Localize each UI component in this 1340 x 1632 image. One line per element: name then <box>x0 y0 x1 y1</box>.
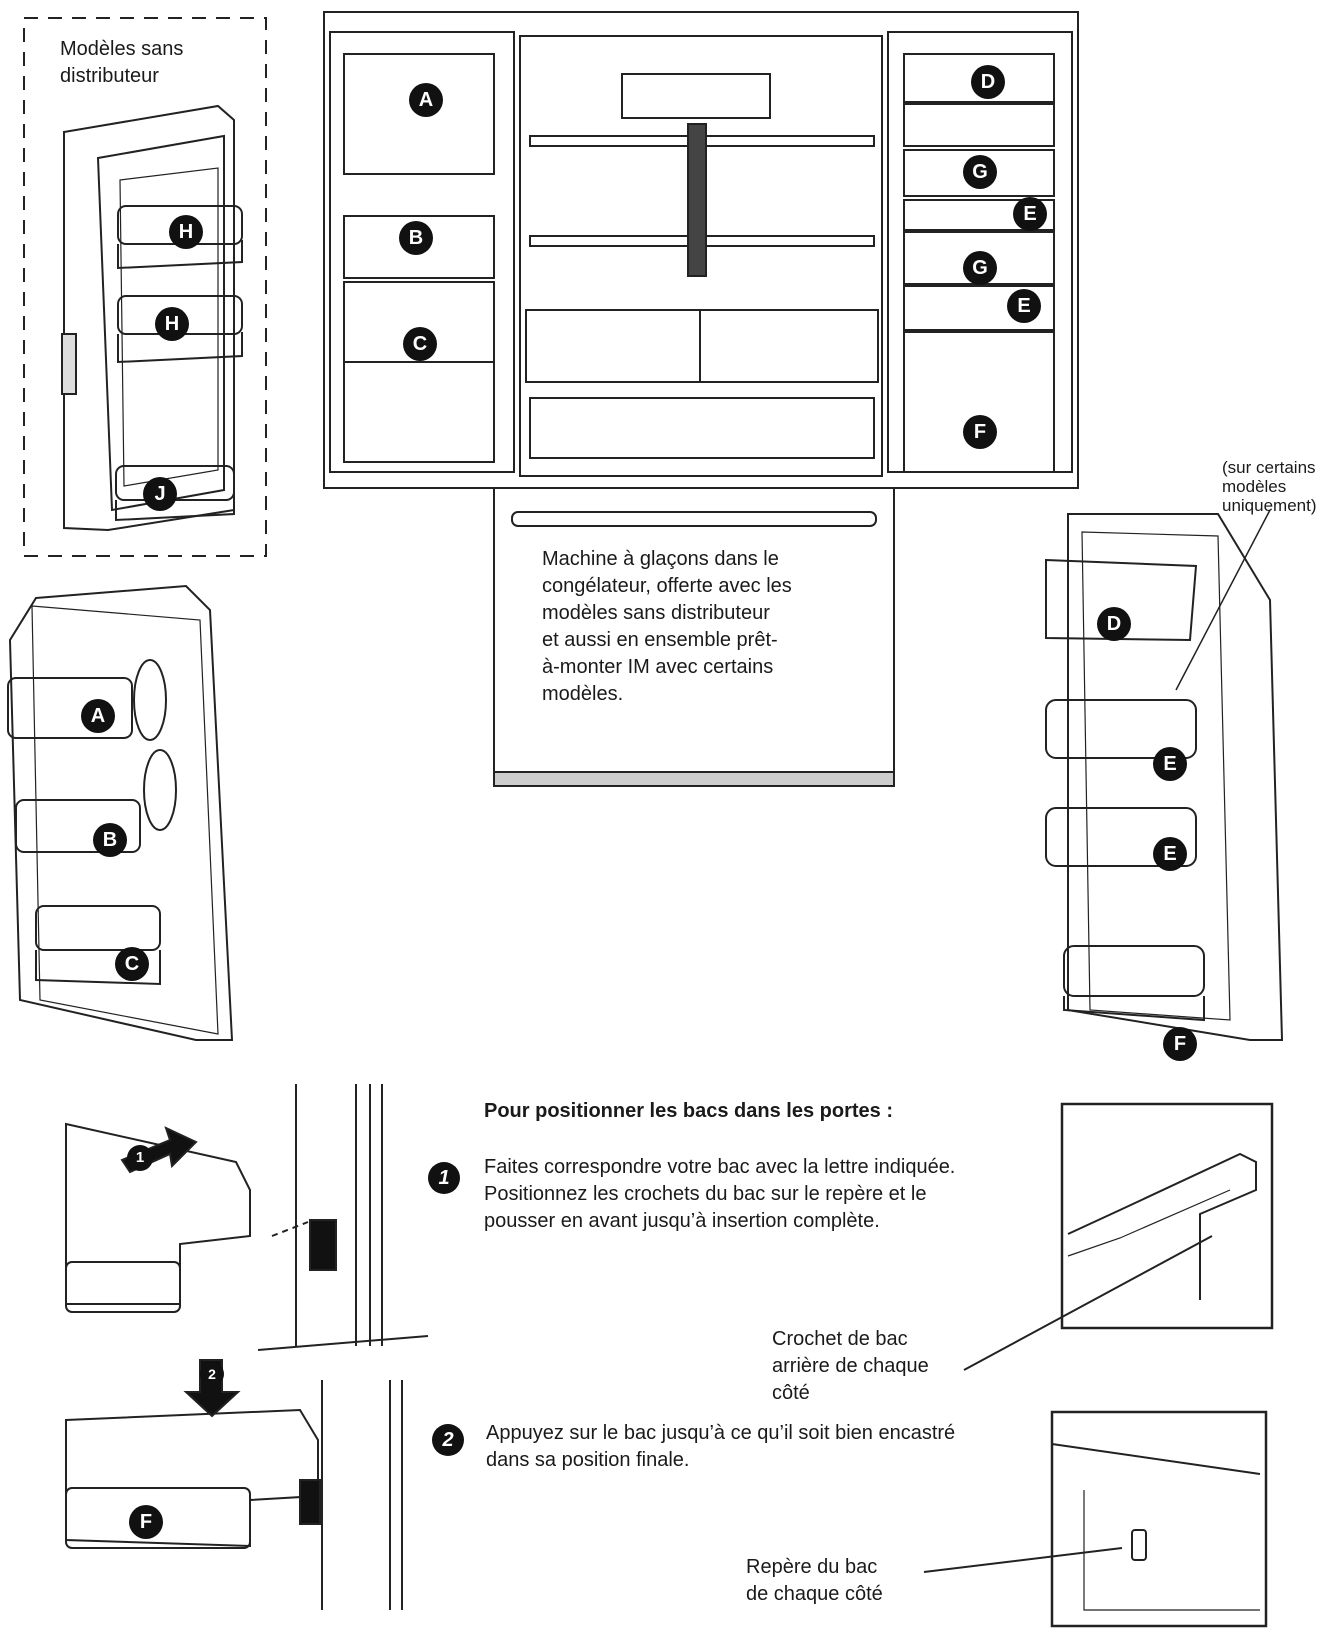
some-models-note: (sur certains modèles uniquement) <box>1222 458 1317 515</box>
bin-letter-badge: H <box>169 215 203 249</box>
main-fridge <box>323 11 1079 787</box>
bin-letter-badge: E <box>1013 197 1047 231</box>
bin-letter-badge: J <box>143 477 177 511</box>
icemaker-note: Machine à glaçons dans le congélateur, o… <box>542 548 792 705</box>
bin-letter-badge: B <box>93 823 127 857</box>
left-door <box>7 584 234 1041</box>
step-1-number: 1 <box>428 1162 460 1194</box>
no-dispenser-door <box>61 104 243 532</box>
no-dispenser-box-frame <box>23 17 267 557</box>
bin-letter-badge: G <box>963 251 997 285</box>
right-door <box>1045 509 1284 1041</box>
bin-letter-badge: C <box>115 947 149 981</box>
bin-letter-badge: B <box>399 221 433 255</box>
bin-letter-badge: D <box>1097 607 1131 641</box>
marker-callout: Repère du bac de chaque côté <box>746 1556 883 1605</box>
step-arrow-number: 2 <box>200 1362 224 1386</box>
no-dispenser-label: Modèles sans distributeur <box>60 38 184 87</box>
instructions-title: Pour positionner les bacs dans les porte… <box>484 1100 893 1122</box>
bin-letter-badge: C <box>403 327 437 361</box>
bin-letter-badge: A <box>81 699 115 733</box>
bin-letter-badge: H <box>155 307 189 341</box>
bin-letter-badge: D <box>971 65 1005 99</box>
inset-hook <box>963 1102 1274 1371</box>
inset-marker <box>923 1410 1268 1628</box>
bin-letter-badge: G <box>963 155 997 189</box>
bin-letter-badge: F <box>963 415 997 449</box>
bin-letter-badge: A <box>409 83 443 117</box>
bin-letter-badge: E <box>1153 747 1187 781</box>
bin-letter-badge: F <box>129 1505 163 1539</box>
step-1-text: Faites correspondre votre bac avec la le… <box>484 1156 956 1232</box>
step1-sketch <box>65 1084 429 1351</box>
bin-letter-badge: E <box>1153 837 1187 871</box>
bin-letter-badge: F <box>1163 1027 1197 1061</box>
hook-callout: Crochet de bac arrière de chaque côté <box>772 1328 929 1404</box>
step2-sketch <box>65 1359 403 1610</box>
bin-letter-badge: E <box>1007 289 1041 323</box>
step-2-number: 2 <box>432 1424 464 1456</box>
step-2-text: Appuyez sur le bac jusqu’à ce qu’il soit… <box>486 1422 956 1471</box>
step-arrow-number: 1 <box>127 1145 153 1171</box>
